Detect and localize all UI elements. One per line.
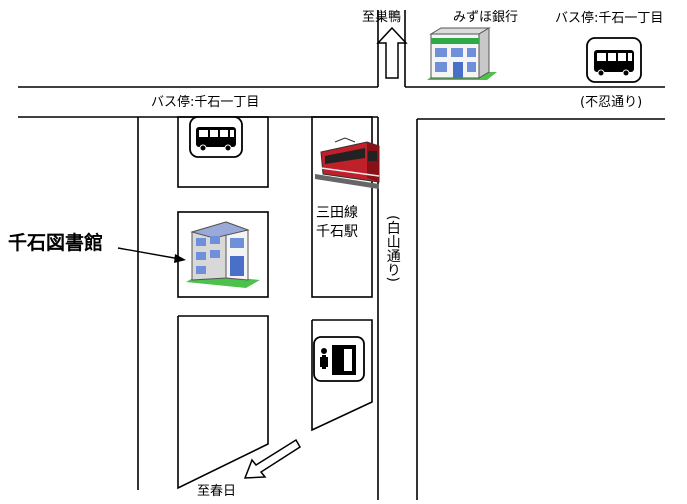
library-pointer	[117, 247, 181, 260]
bus-icon	[189, 116, 243, 158]
block-library	[177, 211, 269, 298]
block-south	[177, 315, 269, 490]
street-shinobazu-label: (不忍通り)	[580, 95, 643, 110]
library-building-icon	[186, 221, 260, 288]
bank-building-icon	[427, 27, 497, 80]
restroom-icon	[313, 336, 365, 382]
block-restroom	[311, 319, 373, 432]
arrow-southwest-icon	[243, 438, 302, 479]
bus-stop-north-label: バス停:千石一丁目	[555, 11, 664, 26]
street-hakusan-label: (白山通り)	[384, 215, 401, 282]
south-direction-label: 至春日	[197, 484, 237, 499]
station-name-label: 千石駅	[316, 224, 358, 240]
north-direction-label: 至巣鴨	[362, 10, 402, 25]
train-icon	[315, 137, 380, 189]
library-pointer-head	[174, 254, 186, 263]
bus-stop-south-label: バス停:千石一丁目	[151, 95, 260, 110]
library-label: 千石図書館	[8, 232, 104, 254]
arrow-north-icon	[376, 26, 408, 79]
block-station	[311, 116, 373, 298]
station-line-label: 三田線	[316, 205, 358, 221]
bank-label: みずほ銀行	[453, 10, 519, 25]
bus-icon	[586, 37, 642, 83]
